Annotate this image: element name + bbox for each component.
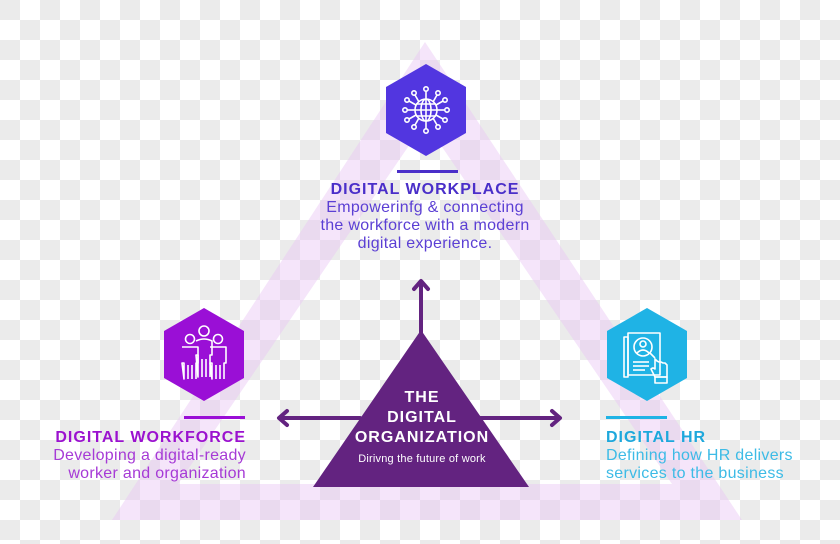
arrow-up-icon — [412, 279, 430, 336]
center-subtitle: Dirivng the future of work — [358, 453, 486, 465]
digital-workforce-block: DIGITAL WORKFORCE Developing a digital-r… — [10, 429, 246, 483]
workforce-divider — [184, 416, 245, 419]
arrow-right-icon — [478, 409, 562, 427]
workforce-desc-line: Developing a digital-ready — [53, 447, 246, 465]
hr-divider — [606, 416, 667, 419]
workplace-desc-line: Empowerinfg & connecting — [326, 199, 524, 217]
workforce-title: DIGITAL WORKFORCE — [55, 429, 246, 446]
center-title-line: ORGANIZATION — [354, 429, 490, 446]
center-title-line: DIGITAL — [387, 409, 457, 426]
center-triangle — [313, 330, 529, 487]
digital-organization-label: THE DIGITAL ORGANIZATION Dirivng the fut… — [320, 388, 524, 465]
digital-workplace-block: DIGITAL WORKPLACE Empowerinfg & connecti… — [290, 181, 560, 253]
hr-title: DIGITAL HR — [606, 429, 707, 446]
people-group-icon — [181, 325, 227, 380]
workforce-hexagon — [164, 308, 244, 401]
hr-hexagon — [607, 308, 687, 401]
globe-network-icon — [401, 85, 450, 135]
hr-desc-line: services to the business — [606, 465, 784, 483]
workplace-divider — [397, 170, 458, 173]
profile-search-icon — [623, 332, 668, 384]
digital-hr-block: DIGITAL HR Defining how HR delivers serv… — [606, 429, 840, 483]
workplace-hexagon — [386, 64, 466, 156]
center-title-line: THE — [404, 389, 440, 406]
workplace-desc-line: the workforce with a modern — [320, 217, 530, 235]
workforce-desc-line: worker and organization — [68, 465, 246, 483]
workplace-desc-line: digital experience. — [357, 235, 493, 253]
arrow-left-icon — [277, 409, 362, 427]
hr-desc-line: Defining how HR delivers — [606, 447, 793, 465]
workplace-title: DIGITAL WORKPLACE — [330, 181, 520, 198]
